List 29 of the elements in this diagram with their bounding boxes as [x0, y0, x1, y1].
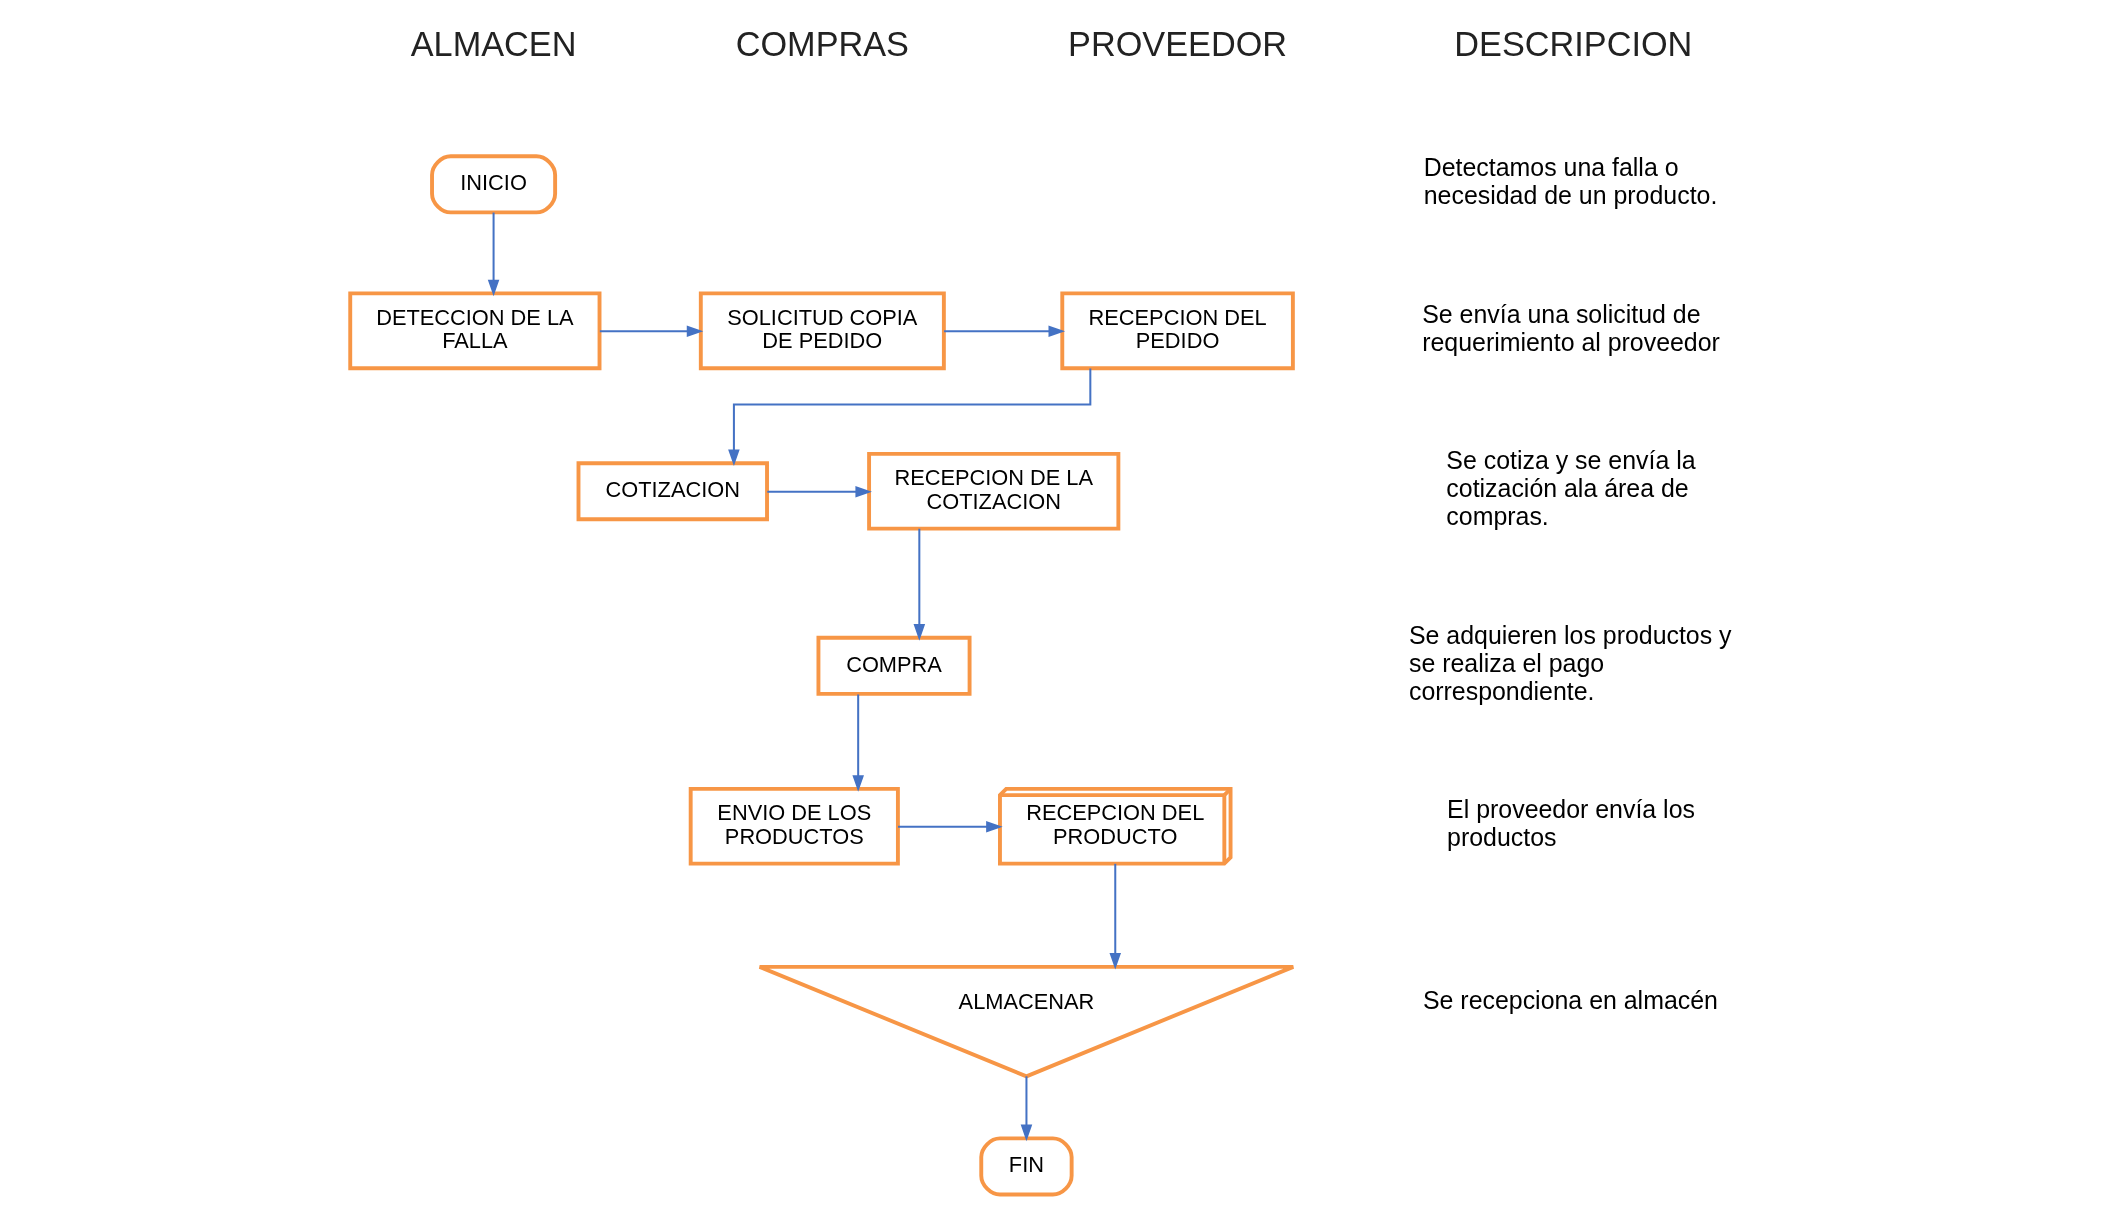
label: COMPRAS — [735, 24, 909, 63]
label: ALMACEN — [410, 24, 577, 63]
node-box: ENVIO DE LOS PRODUCTOS — [688, 786, 900, 866]
arrow — [852, 694, 864, 792]
node-box: COTIZACION — [576, 461, 769, 522]
node-box: INICIO — [430, 154, 558, 215]
node-box: FIN — [979, 1136, 1074, 1197]
label: Se adquieren los productos y se realiza el pago correspondiente. — [1408, 620, 1732, 705]
node-box: DETECCION DE LA FALLA — [348, 291, 602, 371]
arrow — [487, 212, 500, 297]
node-box: COMPRA — [816, 635, 972, 696]
arrow — [767, 486, 872, 498]
label: Se recepciona en almacén — [1422, 986, 1718, 1015]
label: Se envía una solicitud de requerimiento al proveedor — [1422, 299, 1720, 356]
node-box: RECEPCION DEL PEDIDO — [1060, 291, 1295, 371]
arrow — [728, 368, 1092, 466]
arrow — [944, 325, 1066, 338]
label: PROVEEDOR — [1068, 24, 1288, 63]
arrow — [913, 528, 926, 641]
label: Detectamos una falla o necesidad de un producto. — [1423, 153, 1718, 210]
label: DESCRIPCION — [1454, 24, 1693, 63]
label: El proveedor envía los productos — [1447, 795, 1695, 852]
arrow — [599, 325, 704, 338]
node-box: SOLICITUD COPIA DE PEDIDO — [698, 291, 946, 371]
node-box: RECEPCION DE LA COTIZACION — [867, 451, 1121, 531]
label: Se cotiza y se envía la cotización ala área de compras. — [1446, 446, 1696, 531]
arrow — [1109, 863, 1122, 970]
arrow — [1020, 1076, 1033, 1142]
arrow — [898, 821, 1003, 833]
